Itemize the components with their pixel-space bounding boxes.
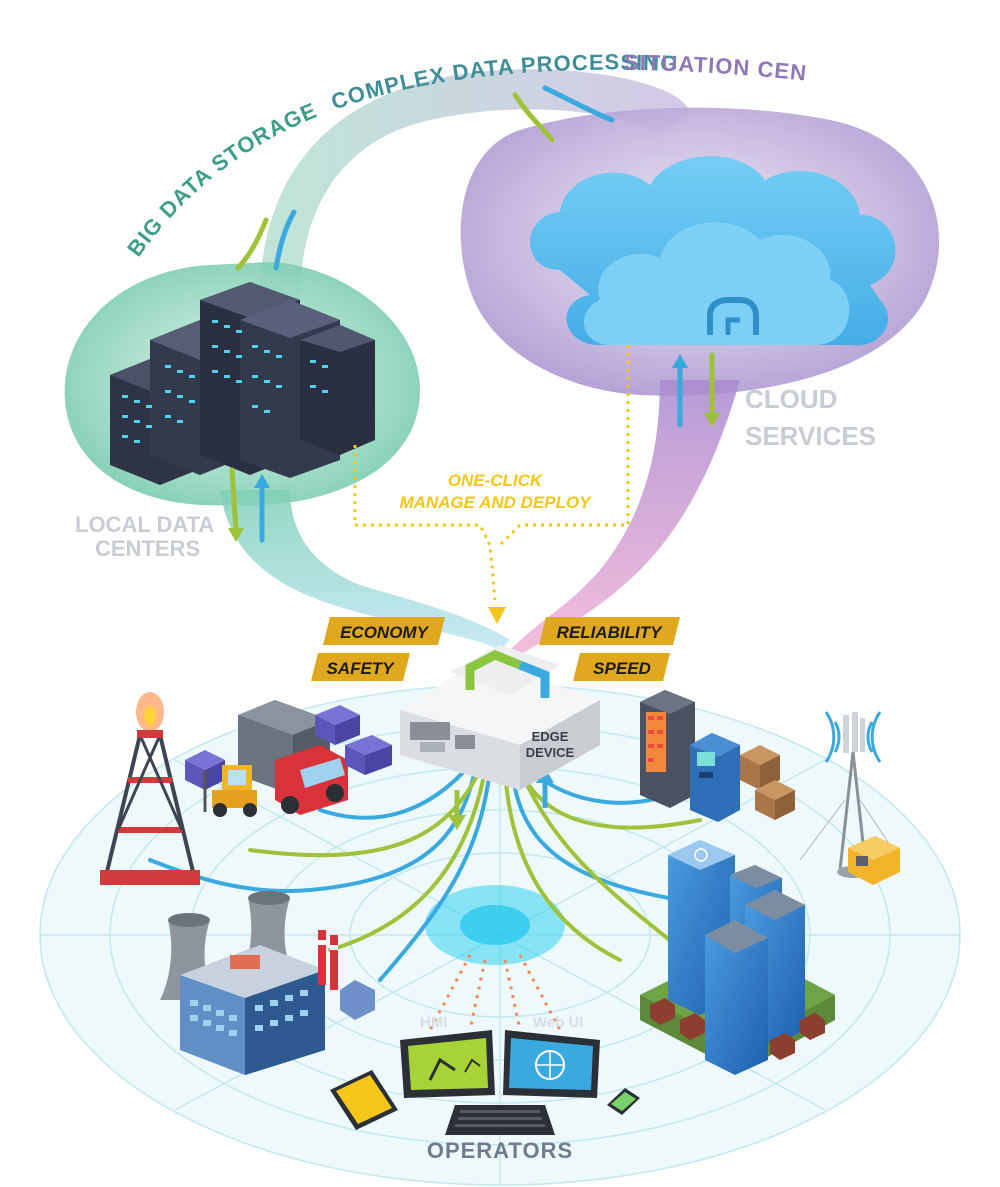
forklift-icon [203,765,257,817]
badge-economy: ECONOMY [323,617,445,645]
local-data-center-funnel [220,490,510,650]
svg-text:RELIABILITY: RELIABILITY [557,623,663,642]
cloud-services-line1: CLOUD [745,384,837,414]
edge-device-icon [400,645,600,790]
edge-device-line2: DEVICE [526,745,575,760]
operator-dotted-links [428,954,562,1031]
hmi-label: HMI [420,1014,448,1031]
tablet-icon [330,1070,398,1130]
one-click-deploy-path [353,345,630,601]
keyboard-icon [445,1105,555,1135]
vending-machine-icon [640,690,695,808]
local-data-centers-line1: LOCAL DATA [75,512,214,537]
monitor-icon [428,1050,565,1081]
one-click-arrow-icon [488,607,506,624]
svg-text:SAFETY: SAFETY [326,659,395,678]
network-cables [148,763,722,982]
truck-icon [238,700,348,815]
cloud-services-funnel [510,380,740,655]
oil-rig-icon [100,692,200,885]
phone-icon [607,1088,640,1115]
operators-label: OPERATORS [427,1138,573,1163]
badge-safety: SAFETY [311,653,410,681]
svg-text:SPEED: SPEED [593,659,651,678]
cloud-arrows [672,352,720,428]
one-click-line1: ONE-CLICK [448,471,544,490]
cargo-boxes-right [740,745,795,820]
cloud-icon [530,156,896,346]
local-data-centers-line2: CENTERS [95,536,200,561]
server-rack-icon [110,282,375,485]
badge-speed: SPEED [573,653,670,681]
atm-icon [690,733,740,822]
local-data-center-arrows [228,467,270,543]
cargo-boxes [185,705,392,790]
arc-arrows [235,85,615,271]
cloud-services-line2: SERVICES [745,421,876,451]
web-ui-label: Web UI [533,1014,584,1031]
edge-device-line1: EDGE [532,729,569,744]
power-plant-icon [160,891,375,1075]
data-flow-arc [260,69,690,300]
edge-device-arrows [448,768,554,830]
svg-text:ECONOMY: ECONOMY [340,623,430,642]
generator-icon [848,836,900,885]
one-click-line2: MANAGE AND DEPLOY [399,493,592,512]
badge-reliability: RELIABILITY [539,617,680,645]
skyscraper-icon [640,840,835,1075]
